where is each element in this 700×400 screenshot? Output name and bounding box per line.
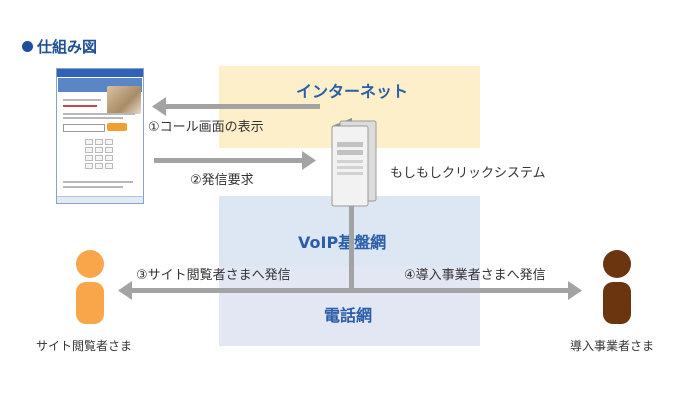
keypad-key <box>105 163 113 169</box>
server-icon <box>331 118 377 207</box>
title-text: 仕組み図 <box>37 38 98 56</box>
keypad-key <box>95 147 103 153</box>
text-line <box>63 181 133 183</box>
phone-network-label: 電話網 <box>324 306 373 325</box>
call-screen-window <box>56 68 144 204</box>
keypad-key <box>105 139 113 145</box>
step-call-screen-label: ①コール画面の表示 <box>148 120 264 135</box>
text-line <box>63 105 97 107</box>
server-label: もしもしクリックシステム <box>390 166 546 181</box>
operator-photo <box>107 86 141 114</box>
internet-label: インターネット <box>296 82 409 101</box>
text-line <box>63 117 123 119</box>
call-button <box>107 123 127 131</box>
site-visitor-label: サイト閲覧者さま <box>36 339 133 353</box>
business-operator-label: 導入事業者さま <box>570 339 655 353</box>
arrow-call-screen <box>152 97 320 116</box>
diagram-title: 仕組み図 <box>22 36 97 57</box>
keypad-key <box>95 139 103 145</box>
keypad-key <box>95 155 103 161</box>
keypad-key <box>105 155 113 161</box>
keypad-key <box>85 155 93 161</box>
voip-label: VoIP基盤網 <box>298 233 387 252</box>
step-call-request-label: ②発信要求 <box>190 173 254 188</box>
text-line <box>63 99 101 101</box>
window-titlebar <box>57 69 143 77</box>
connector-line <box>349 200 354 290</box>
step-call-visitor-label: ③サイト閲覧者さまへ発信 <box>136 268 291 283</box>
text-line <box>63 186 123 188</box>
keypad-key <box>95 163 103 169</box>
keypad-key <box>105 147 113 153</box>
keypad <box>85 139 113 169</box>
bullet-icon <box>22 41 33 52</box>
keypad-key <box>85 163 93 169</box>
keypad-key <box>85 147 93 153</box>
business-operator-icon <box>603 250 631 324</box>
window-status-bar <box>57 196 143 203</box>
phone-number-field <box>63 124 105 132</box>
step-call-business-label: ④導入事業者さまへ発信 <box>404 268 546 283</box>
arrow-outbound-calls <box>118 281 582 300</box>
text-line <box>63 113 135 115</box>
site-visitor-icon <box>76 250 104 324</box>
arrow-call-request <box>154 151 316 170</box>
keypad-key <box>85 139 93 145</box>
